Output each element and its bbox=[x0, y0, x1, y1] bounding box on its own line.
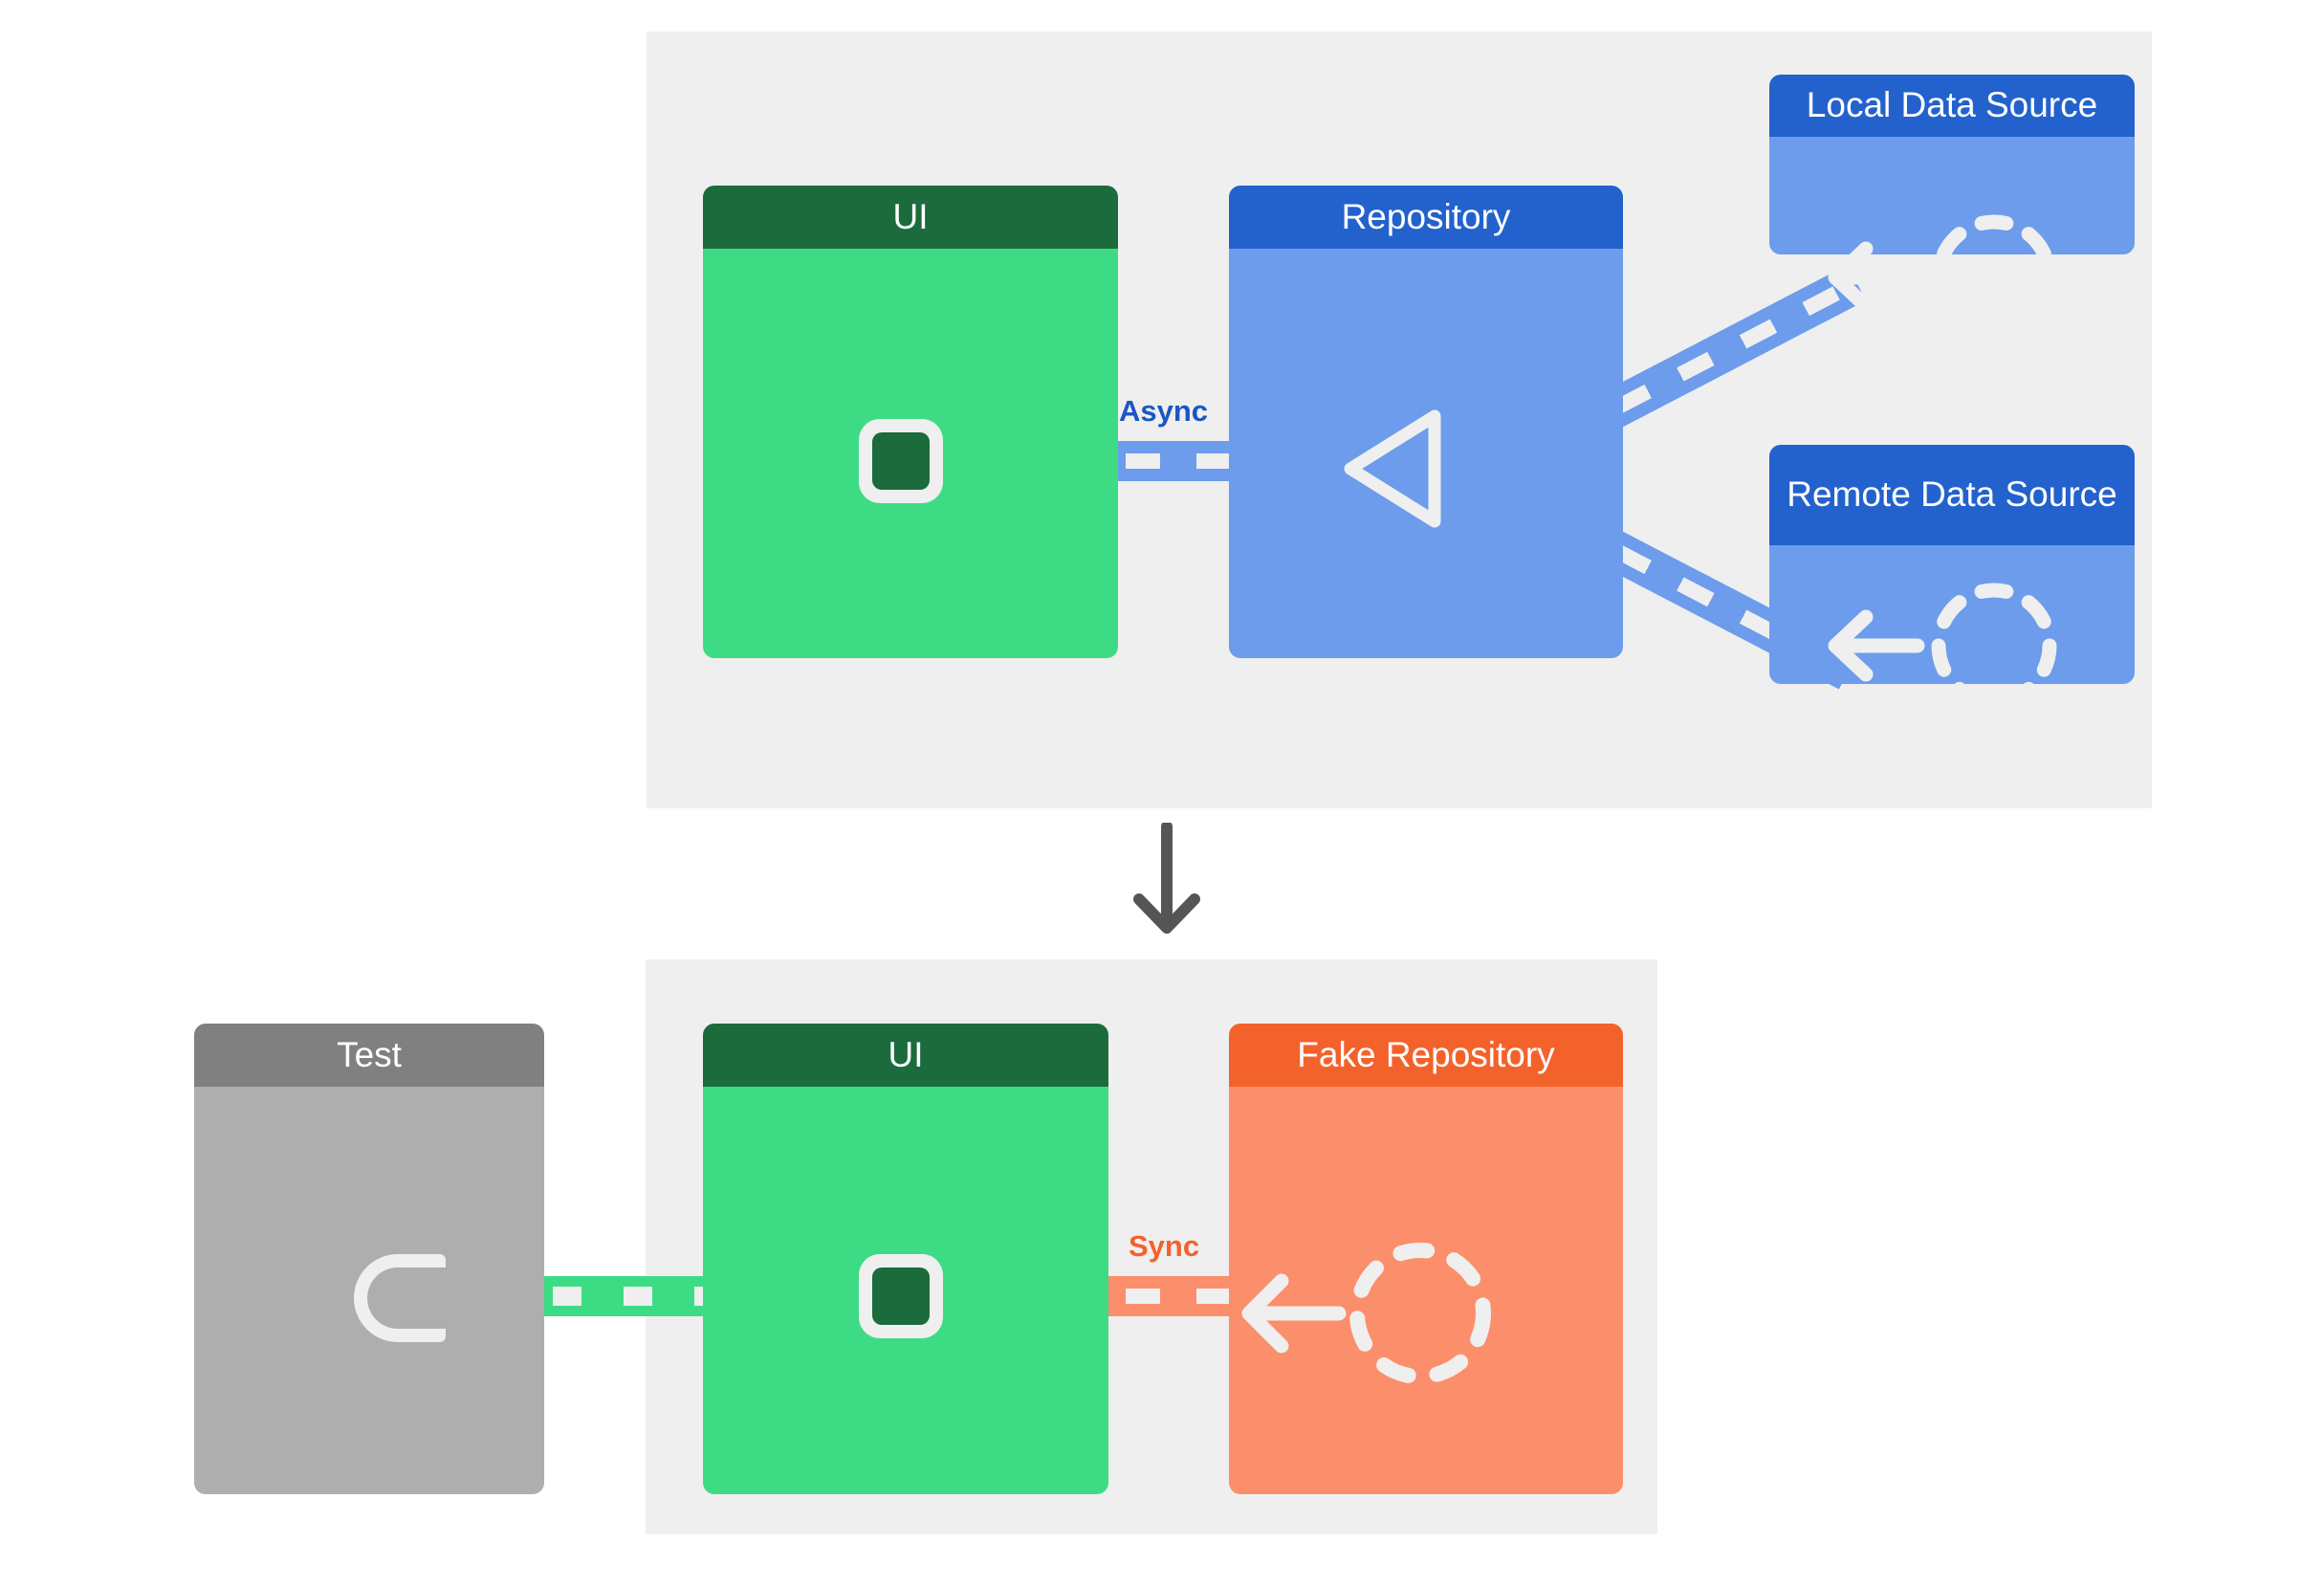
connection-label-sync: Sync bbox=[1129, 1229, 1200, 1263]
box-repository[interactable]: Repository bbox=[1229, 186, 1623, 658]
socket-core bbox=[872, 1267, 930, 1325]
box-local-data-source-title: Local Data Source bbox=[1769, 75, 2135, 137]
box-ui-production-title: UI bbox=[703, 186, 1118, 249]
dashed-circle-icon bbox=[1931, 583, 2057, 709]
box-test-title: Test bbox=[194, 1024, 544, 1087]
arrow-left-icon bbox=[1241, 1273, 1347, 1354]
box-repository-body bbox=[1229, 249, 1623, 658]
box-fake-repository-body bbox=[1229, 1087, 1623, 1494]
dashed-circle-icon bbox=[1931, 214, 2057, 341]
box-remote-data-source-title: Remote Data Source bbox=[1769, 445, 2135, 545]
box-test[interactable]: Test bbox=[194, 1024, 544, 1494]
square-socket-icon bbox=[859, 1254, 943, 1338]
arrow-down-icon bbox=[1133, 823, 1200, 934]
plug-core bbox=[367, 1267, 446, 1329]
triangle-left-icon bbox=[1344, 409, 1441, 528]
arrow-left-icon bbox=[1828, 609, 1925, 682]
d-plug-icon bbox=[354, 1254, 446, 1342]
box-repository-title: Repository bbox=[1229, 186, 1623, 249]
box-fake-repository-title: Fake Repository bbox=[1229, 1024, 1623, 1087]
box-fake-repository[interactable]: Fake Repository bbox=[1229, 1024, 1623, 1494]
dashed-circle-icon bbox=[1349, 1243, 1491, 1384]
socket-core bbox=[872, 432, 930, 490]
box-ui-test-title: UI bbox=[703, 1024, 1108, 1087]
connection-label-async: Async bbox=[1119, 394, 1209, 428]
box-local-data-source[interactable]: Local Data Source bbox=[1769, 75, 2135, 254]
box-remote-data-source[interactable]: Remote Data Source bbox=[1769, 445, 2135, 684]
square-socket-icon bbox=[859, 419, 943, 503]
arrow-left-icon bbox=[1828, 241, 1925, 314]
